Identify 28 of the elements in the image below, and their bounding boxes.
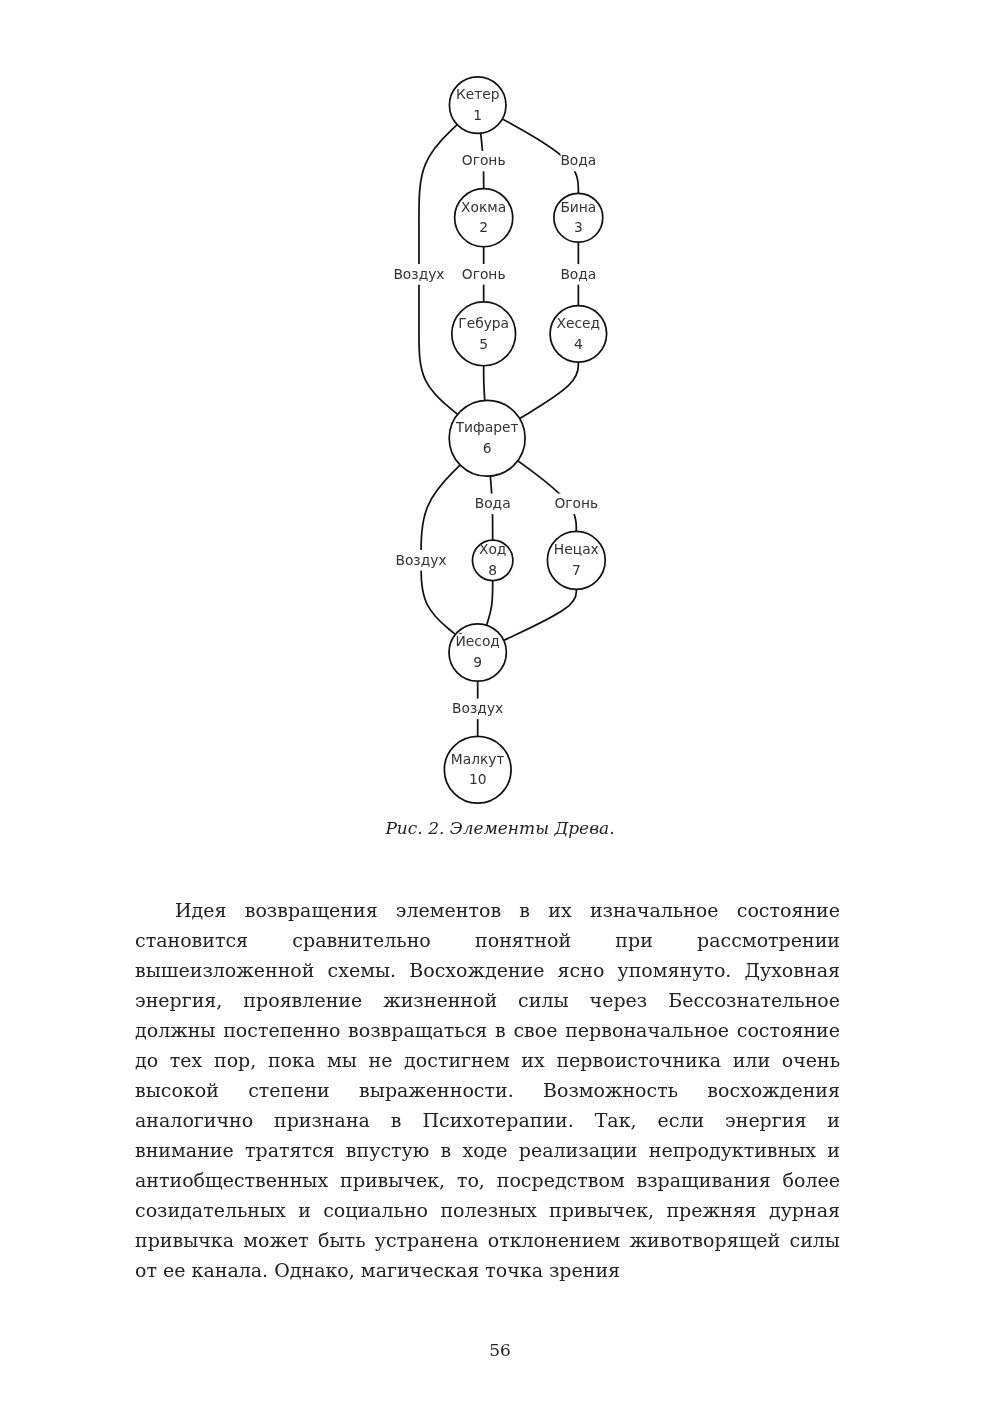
edge-label: Огонь [554,495,599,512]
node-circle: Тифарет 6 [448,399,526,478]
node-circle: Нецах 7 [546,530,607,591]
edge-label: Воздух [452,700,504,717]
body-paragraph: Идея возвращения элементов в их изначальное состояние становится сравнительно понятной при рассмотрении вышеизложенной схемы. Восхождение ясно упомянуто. Духовная энергия, проявление жизненной силы через Бессознательное должны постепенно возвращаться в свое первоначальное состояние до тех пор, пока мы не достигнем их первоисточника или очень высокой степени выраженности. Возможность восхождения аналогично признана в Психотерапии. Так, если энергия и внимание тратятся впустую в ходе реализации непродуктивных и антиобщественных привычек, то, посредством взращивания более созидательных и социально полезных привычек, прежняя дурная привычка может быть устранена отклонением животворящей силы от ее канала. Однако, магическая точка зрения [135,898,840,1283]
node-circle: Йесод 9 [448,622,508,683]
node-circle: Хесед 4 [549,304,608,363]
edge-label: Воздух [393,265,445,283]
connector [502,588,578,642]
edge-label: Вода [560,265,597,283]
page-number: 56 [488,1340,512,1360]
edge-label: Огонь [461,152,506,169]
connector [420,464,462,636]
edge-label: Вода [474,495,511,512]
node-circle: Кетер 1 [448,76,507,135]
connector [482,364,486,402]
connector [485,579,494,627]
node-circle: Гебура 5 [450,301,517,367]
connector [518,361,580,420]
connector [418,123,459,416]
figure-caption: Рис. 2. Элементы Древа. [384,818,616,838]
edge-label: Воздух [395,551,447,569]
node-circle: Бина 3 [553,192,604,244]
edge-label: Вода [560,152,597,169]
node-circle: Малкут 10 [443,735,512,804]
node-circle: Хокма 2 [453,187,514,248]
node-circle: Ход 8 [471,539,514,582]
edge-label: Огонь [461,265,506,283]
